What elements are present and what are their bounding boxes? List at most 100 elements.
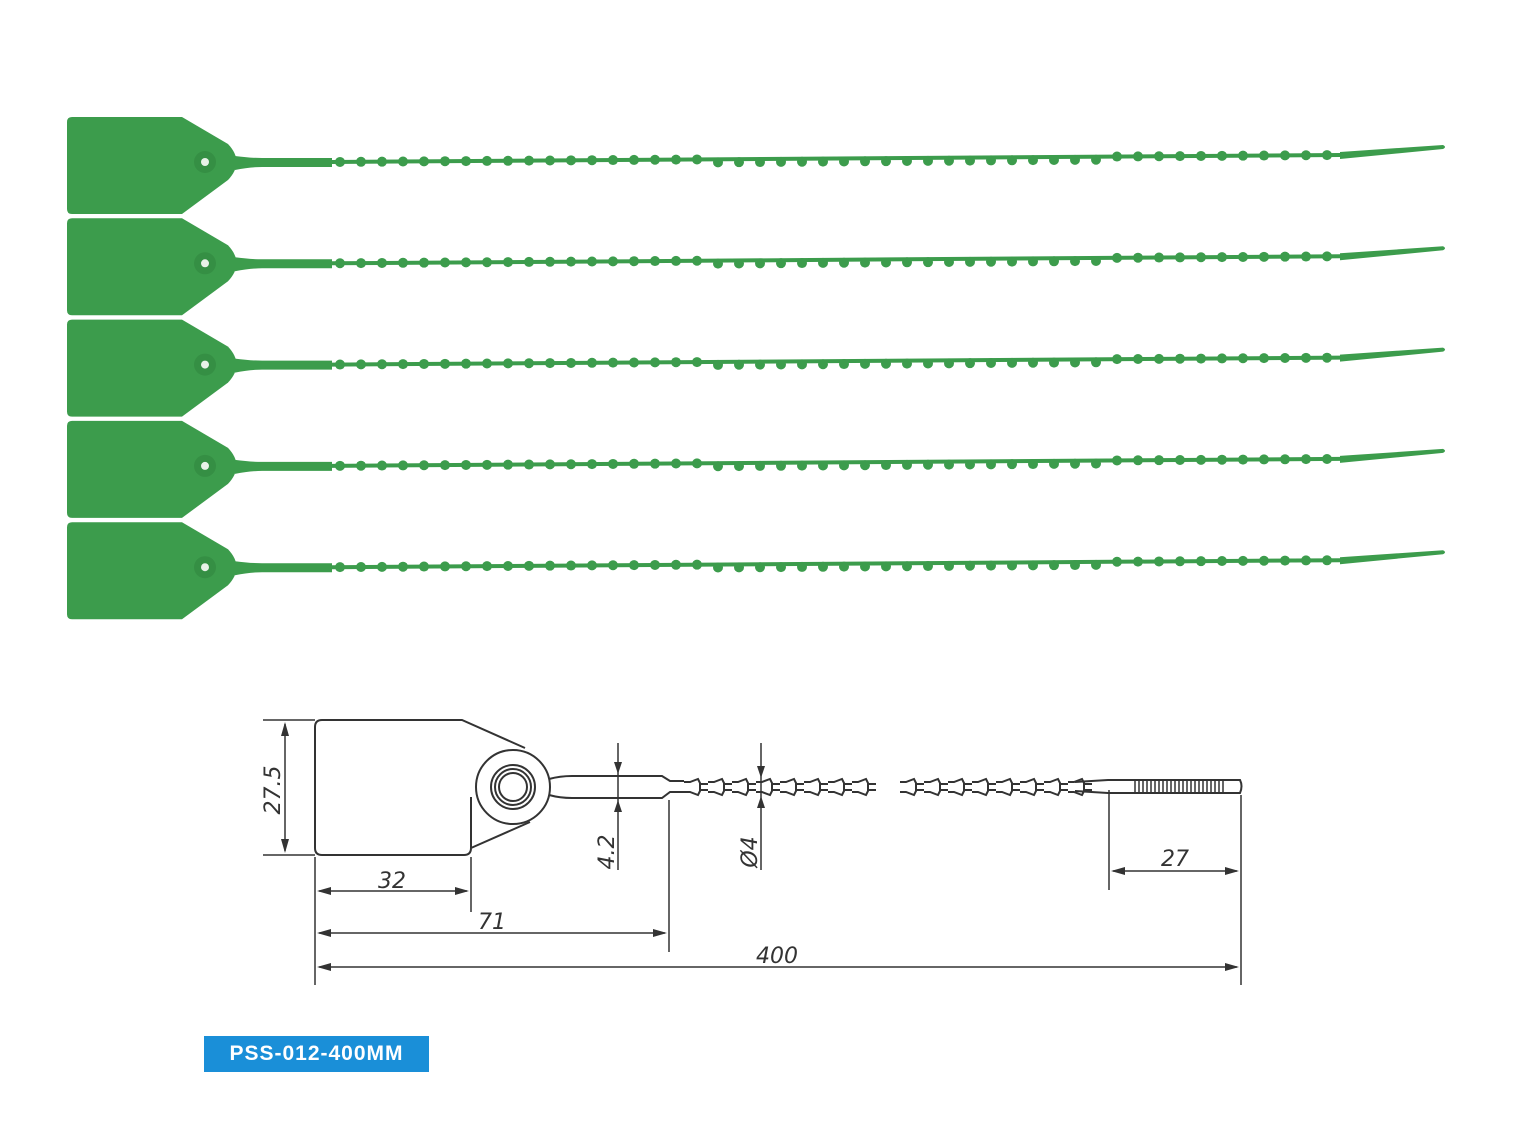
strap-bead [713, 562, 723, 573]
strap-bead [923, 155, 933, 166]
strap-bead [1280, 251, 1290, 262]
strap-bead [986, 459, 996, 470]
strap-bead [944, 155, 954, 166]
strap-bead [1112, 556, 1122, 567]
drawing-eyelet-outer [475, 749, 551, 825]
strap-bead [1238, 555, 1248, 566]
strap-bead [881, 460, 891, 471]
strap-bead [419, 358, 429, 369]
strap-bead [461, 257, 471, 268]
strap-bead [881, 156, 891, 167]
strap-bead [1301, 352, 1311, 363]
strap-bead [440, 561, 450, 572]
strap-bead [1112, 252, 1122, 263]
strap-bead [650, 256, 660, 267]
strap-bead [818, 156, 828, 167]
strap-bead [818, 561, 828, 572]
strap-bead [734, 461, 744, 472]
strap-bead [1301, 555, 1311, 566]
strap-bead [1091, 357, 1101, 368]
strap-bead [797, 258, 807, 269]
drawing-bead [780, 777, 804, 797]
strap-bead [965, 256, 975, 267]
strap-bead [419, 257, 429, 268]
seal-strap-neck [235, 257, 332, 272]
drawing-bead [900, 777, 924, 797]
strap-bead [902, 257, 912, 268]
strap-bead [608, 560, 618, 571]
strap-bead [839, 561, 849, 572]
drawing-bead [756, 777, 780, 797]
strap-bead [629, 154, 639, 165]
strap-bead [398, 561, 408, 572]
strap-bead [524, 256, 534, 267]
strap-bead [545, 560, 555, 571]
seal-4 [67, 420, 1445, 518]
strap-bead [986, 560, 996, 571]
strap-bead [1322, 251, 1332, 262]
strap-bead [797, 460, 807, 471]
strap-bead [1028, 459, 1038, 470]
seal-strap [331, 254, 1341, 266]
strap-bead [545, 459, 555, 470]
strap-bead [1133, 455, 1143, 466]
strap-bead [377, 156, 387, 167]
strap-bead [923, 561, 933, 572]
strap-bead [860, 561, 870, 572]
seal-tail [1340, 246, 1445, 261]
strap-bead [860, 460, 870, 471]
strap-bead [1049, 154, 1059, 165]
strap-bead [1196, 150, 1206, 161]
strap-bead [1196, 454, 1206, 465]
seal-1 [67, 117, 1445, 214]
drawing-strap-neck [548, 775, 684, 799]
strap-bead [1280, 150, 1290, 161]
strap-bead [587, 256, 597, 267]
strap-bead [1196, 353, 1206, 364]
strap-bead [1007, 155, 1017, 166]
strap-bead [692, 357, 702, 368]
seal-tag [67, 319, 237, 417]
strap-bead [1259, 251, 1269, 262]
strap-bead [1238, 150, 1248, 161]
strap-bead [923, 358, 933, 369]
strap-bead [1196, 252, 1206, 263]
strap-bead [1007, 357, 1017, 368]
strap-bead [671, 458, 681, 469]
strap-bead [1154, 455, 1164, 466]
strap-bead [587, 560, 597, 571]
strap-bead [650, 559, 660, 570]
strap-bead [986, 358, 996, 369]
strap-bead [818, 460, 828, 471]
strap-bead [1238, 251, 1248, 262]
strap-bead [1112, 455, 1122, 466]
strap-bead [398, 460, 408, 471]
strap-bead [1259, 353, 1269, 364]
strap-bead [608, 155, 618, 166]
drawing-bead [732, 777, 756, 797]
strap-bead [482, 257, 492, 268]
strap-bead [1196, 556, 1206, 567]
strap-bead [923, 257, 933, 268]
drawing-beads [684, 777, 1092, 797]
drawing-bead [1044, 777, 1068, 797]
seal-tag [67, 522, 237, 620]
drawing-bead [684, 777, 708, 797]
strap-bead [1007, 256, 1017, 267]
drawing-eyelet-ring [490, 764, 536, 810]
strap-bead [1280, 555, 1290, 566]
drawing-tag-outline [314, 719, 531, 856]
strap-bead [356, 258, 366, 269]
strap-bead [398, 359, 408, 370]
strap-bead [1322, 352, 1332, 363]
strap-bead [419, 561, 429, 572]
strap-bead [713, 359, 723, 370]
strap-bead [608, 458, 618, 469]
strap-bead [398, 156, 408, 167]
strap-bead [881, 561, 891, 572]
strap-bead [503, 358, 513, 369]
strap-bead [1133, 252, 1143, 263]
strap-bead [629, 560, 639, 571]
strap-bead [335, 258, 345, 269]
strap-bead [608, 357, 618, 368]
